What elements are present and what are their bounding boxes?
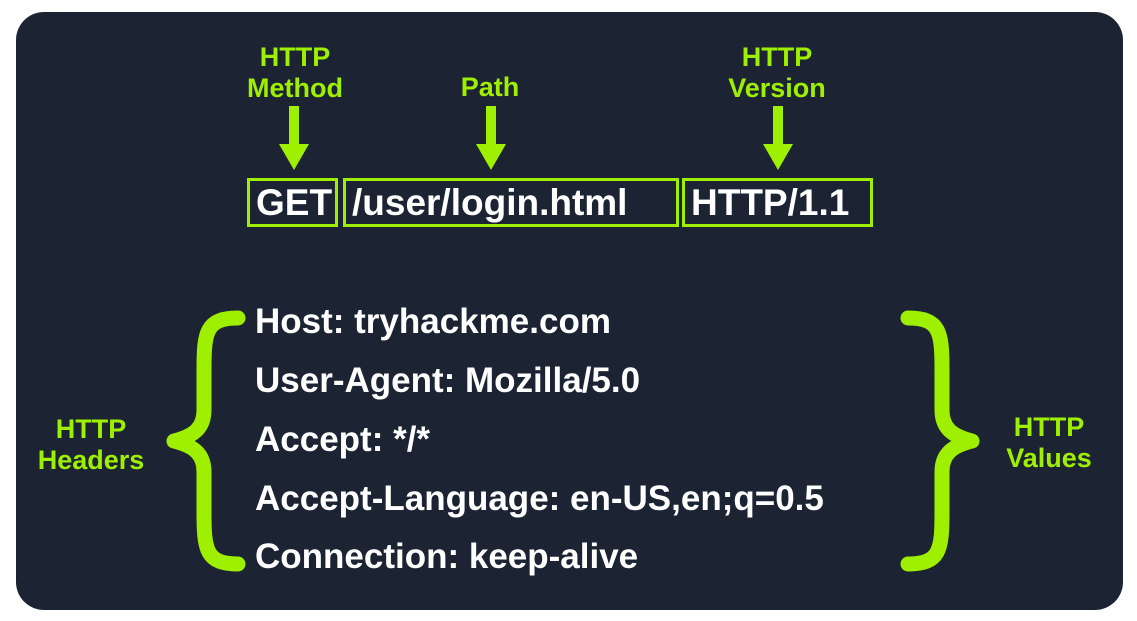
path-label: Path [440, 72, 540, 103]
header-line: Accept-Language: en-US,en;q=0.5 [255, 479, 824, 518]
http-version-arrow-icon [763, 106, 793, 170]
header-line: User-Agent: Mozilla/5.0 [255, 361, 641, 400]
http-values-label-line1: HTTP [1013, 412, 1085, 442]
header-line: Connection: keep-alive [255, 537, 639, 576]
request-method-box: GET [247, 178, 338, 227]
path-arrow-icon [476, 106, 506, 170]
request-path-box: /user/login.html [343, 178, 679, 227]
http-version-label-line2: Version [728, 73, 826, 103]
header-line: Host: tryhackme.com [255, 302, 611, 341]
http-method-label-line2: Method [247, 73, 343, 103]
http-headers-label-line2: Headers [37, 445, 145, 475]
http-version-label: HTTP Version [712, 42, 842, 104]
http-method-label-line1: HTTP [259, 42, 331, 72]
http-headers-label: HTTP Headers [28, 414, 154, 476]
http-values-label: HTTP Values [994, 412, 1104, 474]
http-method-arrow-icon [279, 106, 309, 170]
path-label-line1: Path [460, 72, 520, 102]
request-version-box: HTTP/1.1 [682, 178, 873, 227]
http-version-label-line1: HTTP [741, 42, 813, 72]
right-brace-icon [900, 310, 980, 572]
left-brace-icon [166, 310, 246, 572]
http-headers-label-line1: HTTP [55, 414, 127, 444]
http-values-label-line2: Values [1006, 443, 1092, 473]
http-method-label: HTTP Method [238, 42, 352, 104]
header-line: Accept: */* [255, 420, 431, 459]
